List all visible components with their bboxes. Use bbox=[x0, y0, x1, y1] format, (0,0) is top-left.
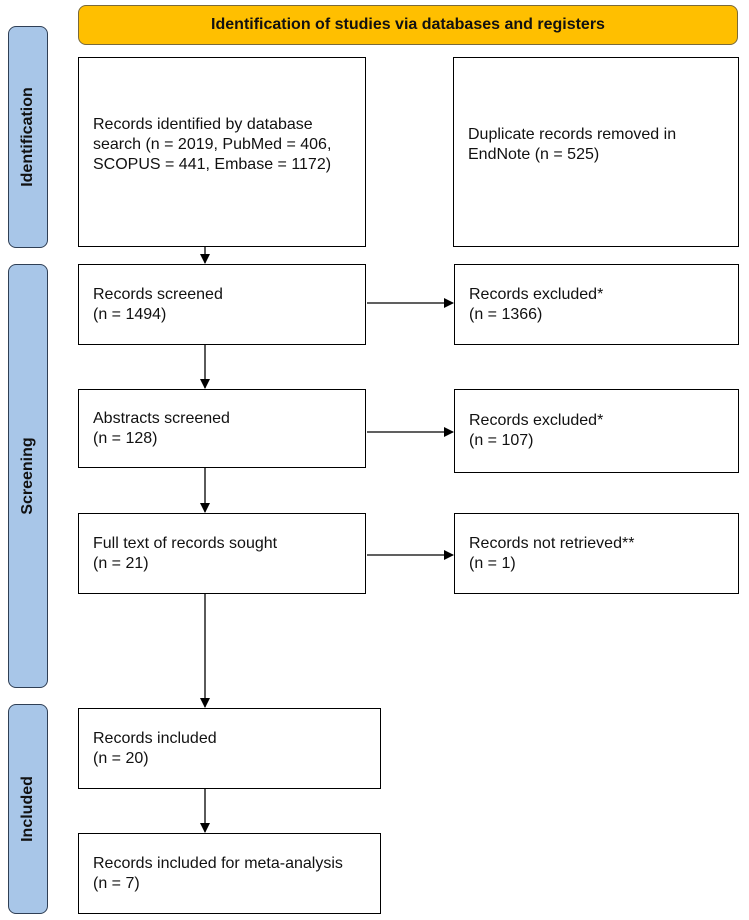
records-excluded-label-2: Records excluded* bbox=[469, 412, 604, 429]
phase-identification: Identification bbox=[8, 26, 48, 248]
records-not-retrieved-label: Records not retrieved** bbox=[469, 534, 635, 552]
meta-analysis-count: (n = 7) bbox=[93, 874, 140, 892]
meta-analysis-box: Records included for meta-analysis (n = … bbox=[78, 833, 381, 914]
abstracts-screened-label: Abstracts screened bbox=[93, 409, 230, 427]
records-not-retrieved-count: (n = 1) bbox=[469, 554, 516, 572]
records-included-count: (n = 20) bbox=[93, 749, 149, 767]
diagram-header-banner: Identification of studies via databases … bbox=[78, 5, 738, 45]
records-screened-label: Records screened bbox=[93, 285, 223, 303]
records-excluded-count-2: (n = 107) bbox=[469, 432, 534, 449]
records-included-box: Records included (n = 20) bbox=[78, 708, 381, 789]
duplicates-removed-text: Duplicate records removed in EndNote (n … bbox=[468, 126, 681, 163]
full-text-sought-count: (n = 21) bbox=[93, 554, 149, 572]
meta-analysis-label: Records included for meta-analysis bbox=[93, 854, 343, 872]
phase-screening: Screening bbox=[8, 264, 48, 688]
header-title: Identification of studies via databases … bbox=[211, 16, 605, 33]
full-text-sought-box: Full text of records sought (n = 21) bbox=[78, 513, 366, 594]
records-excluded-label-1: Records excluded* bbox=[469, 285, 604, 303]
records-excluded-box-2: Records excluded* (n = 107) bbox=[454, 389, 739, 473]
full-text-sought-label: Full text of records sought bbox=[93, 534, 278, 552]
records-not-retrieved-box: Records not retrieved** (n = 1) bbox=[454, 513, 739, 594]
records-screened-box: Records screened (n = 1494) bbox=[78, 264, 366, 345]
records-excluded-box-1: Records excluded* (n = 1366) bbox=[454, 264, 739, 345]
records-included-label: Records included bbox=[93, 729, 217, 747]
abstracts-screened-count: (n = 128) bbox=[93, 429, 158, 447]
duplicates-removed-box: Duplicate records removed in EndNote (n … bbox=[453, 57, 739, 247]
abstracts-screened-box: Abstracts screened (n = 128) bbox=[78, 389, 366, 468]
records-excluded-count-1: (n = 1366) bbox=[469, 305, 543, 323]
records-identified-box: Records identified by database search (n… bbox=[78, 57, 366, 247]
records-identified-text: Records identified by database search (n… bbox=[93, 116, 336, 173]
records-screened-count: (n = 1494) bbox=[93, 305, 167, 323]
phase-included: Included bbox=[8, 704, 48, 914]
